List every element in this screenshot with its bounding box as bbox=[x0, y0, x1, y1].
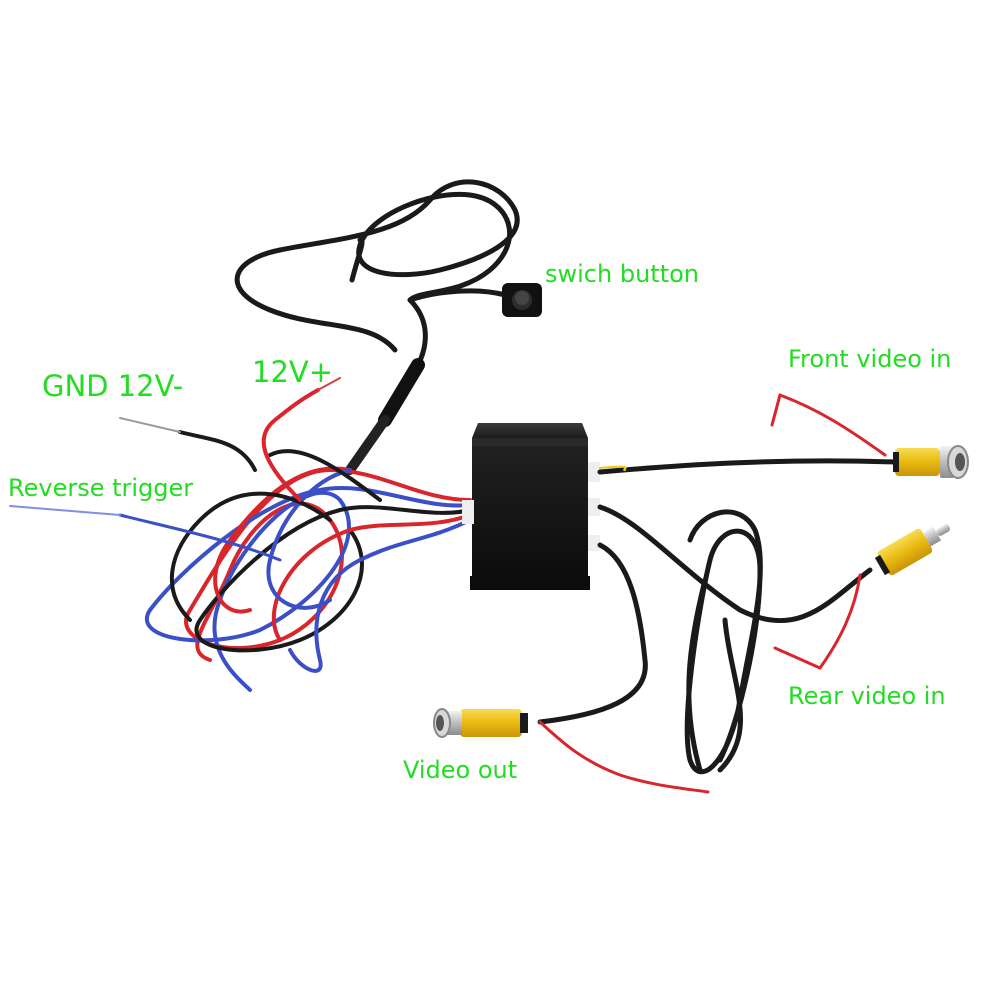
video-out-label: Video out bbox=[403, 756, 518, 784]
rear-video-rca-plug bbox=[874, 524, 951, 576]
reverse-trigger-label: Reverse trigger bbox=[8, 474, 194, 502]
front-video-in-label: Front video in bbox=[788, 345, 952, 373]
switch-button-cable bbox=[234, 179, 520, 353]
front-video-rca-plug bbox=[893, 445, 969, 479]
wire-bundle bbox=[145, 449, 472, 692]
power-label: 12V+ bbox=[252, 355, 334, 389]
power-wire bbox=[261, 377, 341, 502]
video-out-rca-plug bbox=[433, 708, 528, 738]
rear-video-cable bbox=[597, 504, 873, 775]
gnd-label: GND 12V- bbox=[38, 370, 188, 403]
front-video-cable bbox=[597, 393, 898, 475]
gnd-wire bbox=[119, 417, 257, 472]
control-box bbox=[462, 423, 600, 590]
rear-video-red-wire bbox=[773, 573, 862, 670]
switch-button bbox=[502, 283, 542, 317]
switch-button-label: swich button bbox=[545, 260, 699, 288]
switch-main-cable bbox=[345, 298, 428, 475]
rear-video-in-label: Rear video in bbox=[788, 682, 946, 710]
reverse-trigger-wire bbox=[9, 505, 282, 562]
video-out-cable bbox=[537, 542, 710, 794]
